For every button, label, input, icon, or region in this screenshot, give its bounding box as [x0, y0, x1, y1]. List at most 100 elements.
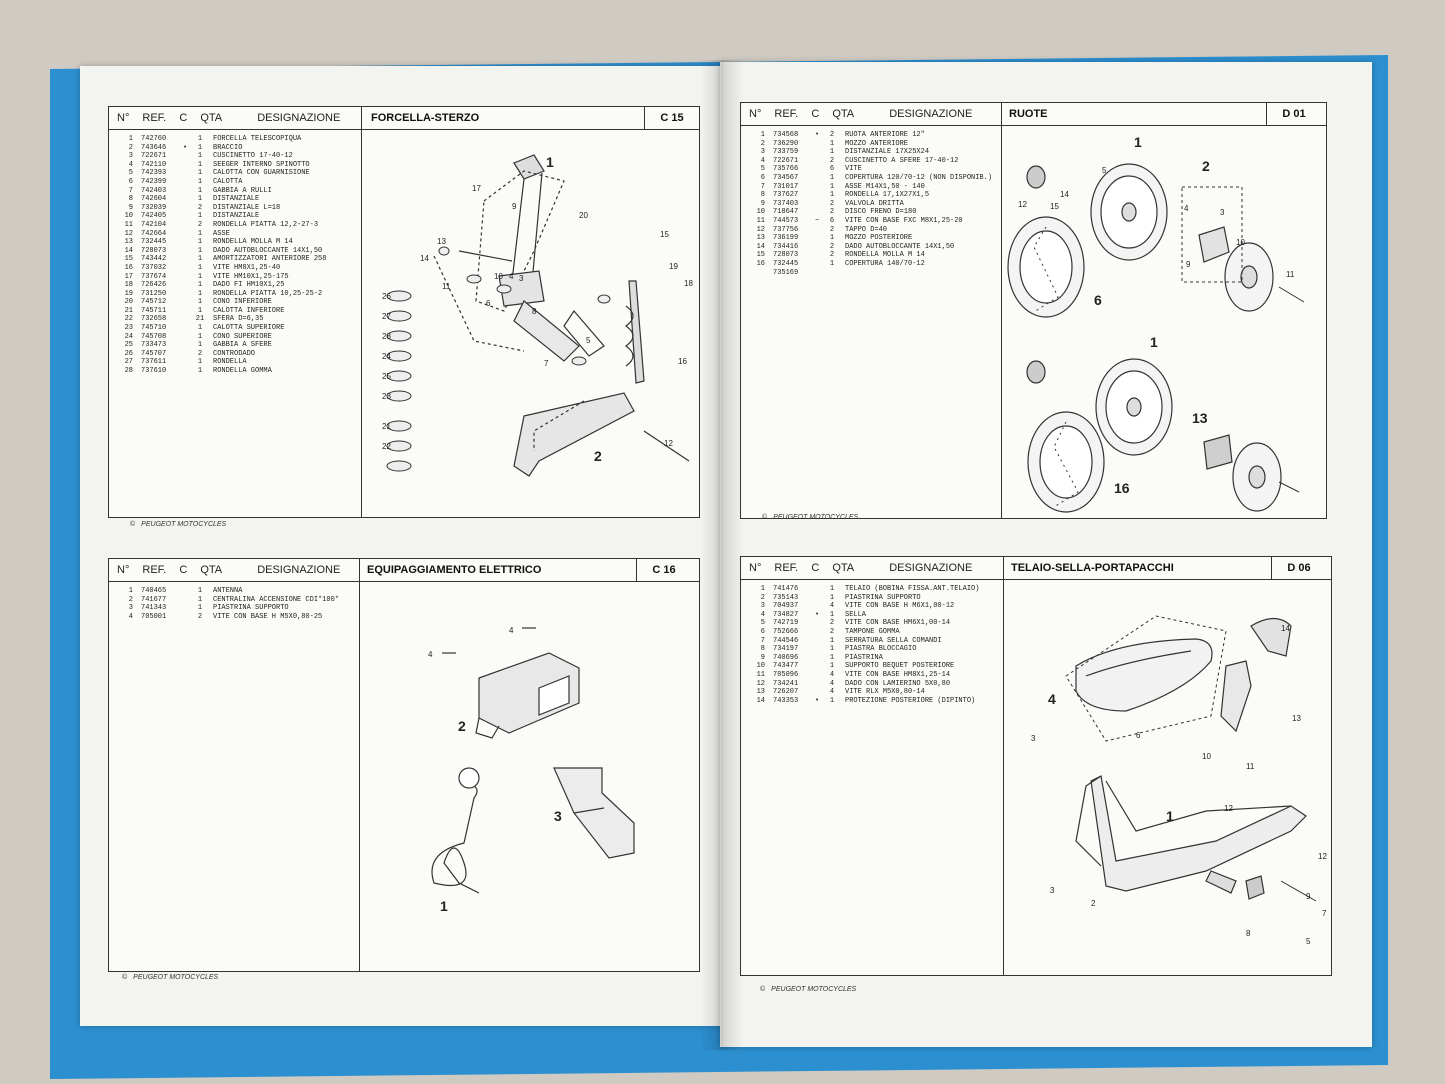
part-designation: VITE CON BASE H M6X1,00-12: [845, 602, 955, 611]
col-ref: REF.: [774, 108, 799, 120]
section-code: D 06: [1271, 557, 1326, 579]
part-qta: 1: [197, 246, 203, 255]
callout-6: 6: [486, 299, 491, 308]
part-designation: DISTANZIALE: [213, 212, 260, 221]
callout-9: 9: [1306, 892, 1311, 901]
callout-1a: 1: [1134, 134, 1142, 150]
part-designation: DADO AUTOBLOCCANTE 14X1,50: [845, 242, 955, 251]
callout-3: 3: [554, 808, 562, 824]
column-divider: [1003, 557, 1004, 975]
part-number: 13: [756, 688, 765, 697]
callout-7: 7: [544, 359, 549, 368]
callout-3: 3: [1220, 208, 1225, 217]
part-designation: GABBIA A SFERE: [213, 341, 272, 350]
part-number: 14: [756, 242, 765, 251]
callout-13: 13: [1292, 714, 1301, 723]
part-qta: 2: [829, 156, 835, 165]
part-number: 8: [760, 191, 765, 200]
part-designation: DISTANZIALE 17X25X24: [845, 148, 930, 157]
part-ref: 736199: [773, 234, 799, 243]
part-designation: CONTRODADO: [213, 349, 256, 358]
part-designation: DADO CON LAMIERINO 5X0,80: [845, 679, 951, 688]
callout-25: 25: [382, 372, 391, 381]
part-qta: 4: [829, 688, 835, 697]
callout-3b: 3: [1031, 734, 1036, 743]
part-number: 2: [128, 595, 133, 604]
part-qta: 1: [829, 259, 835, 268]
part-designation: DISTANZIALE: [213, 195, 260, 204]
page-footer: ©PEUGEOT MOTOCYCLES: [130, 521, 226, 528]
part-qta: 1: [829, 653, 835, 662]
part-designation: CUSCINETTO A SFERE 17-40-12: [845, 156, 959, 165]
part-number: 15: [124, 255, 133, 264]
callout-4: 4: [1184, 204, 1189, 213]
part-qta: 1: [829, 148, 835, 157]
part-ref: 742604: [141, 195, 167, 204]
part-designation: CALOTTA INFERIORE: [213, 306, 285, 315]
part-designation: RONDELLA MOLLA M 14: [213, 238, 293, 247]
section-title: FORCELLA-STERZO: [371, 112, 480, 124]
wheels-diagram: 1 1 2 3 4 5 6 9 10 11 12 13 14 15 16: [1007, 134, 1305, 513]
callout-1: 1: [440, 898, 448, 914]
part-designation: CONO SUPERIORE: [213, 332, 272, 341]
part-qta: 1: [197, 169, 203, 178]
electrical-equipment-diagram: 1 2 3 4 4: [428, 626, 635, 914]
callout-7: 7: [1322, 909, 1327, 918]
part-ref: 745712: [141, 298, 167, 307]
col-qta: QTA: [200, 112, 223, 124]
part-designation: BRACCIO: [213, 143, 243, 152]
callout-13: 13: [1192, 410, 1208, 426]
part-number: 7: [760, 182, 765, 191]
part-qta: 1: [197, 358, 203, 367]
callout-15: 15: [1050, 202, 1059, 211]
col-c: C: [811, 108, 820, 120]
fork-steering-diagram: 1 2 3 4 5 6 7 8 9 10 11 12 13 14 15 16 1…: [382, 154, 693, 477]
part-ref: 737674: [141, 272, 167, 281]
callout-11: 11: [442, 282, 451, 291]
part-ref: 745710: [141, 324, 167, 333]
part-qta: 2: [829, 225, 835, 234]
part-qta: 1: [197, 177, 203, 186]
part-qta: 1: [829, 610, 835, 619]
column-divider: [361, 107, 362, 517]
part-designation: RUOTA ANTERIORE 12": [845, 131, 925, 139]
part-ref: 737611: [141, 358, 167, 367]
section-title: EQUIPAGGIAMENTO ELETTRICO: [367, 564, 542, 576]
col-c: C: [811, 562, 820, 574]
part-qta: 1: [197, 238, 203, 247]
part-designation: CUSCINETTO 17-40-12: [213, 152, 293, 161]
callout-4b: 4: [509, 626, 514, 635]
panel-header: N° REF. C QTA DESIGNAZIONE FORCELLA-STER…: [109, 107, 699, 130]
col-c: C: [179, 564, 188, 576]
col-des: DESIGNAZIONE: [889, 108, 973, 120]
part-number: 7: [128, 186, 133, 195]
part-designation: PIASTRINA SUPPORTO: [845, 593, 921, 602]
part-number: 1: [760, 131, 765, 139]
panel-c15: N° REF. C QTA DESIGNAZIONE FORCELLA-STER…: [108, 106, 700, 518]
part-qta: 1: [197, 367, 203, 376]
part-qta: 1: [197, 135, 203, 143]
part-ref: 734568: [773, 131, 799, 139]
part-ref: 742403: [141, 186, 167, 195]
part-designation: COPERTURA 120/70-12 (NON DISPONIB.): [845, 173, 993, 182]
part-qta: 1: [829, 191, 835, 200]
brand-footer: PEUGEOT MOTOCYCLES: [141, 521, 227, 528]
part-number: 12: [756, 225, 765, 234]
brand-footer: PEUGEOT MOTOCYCLES: [773, 514, 859, 521]
